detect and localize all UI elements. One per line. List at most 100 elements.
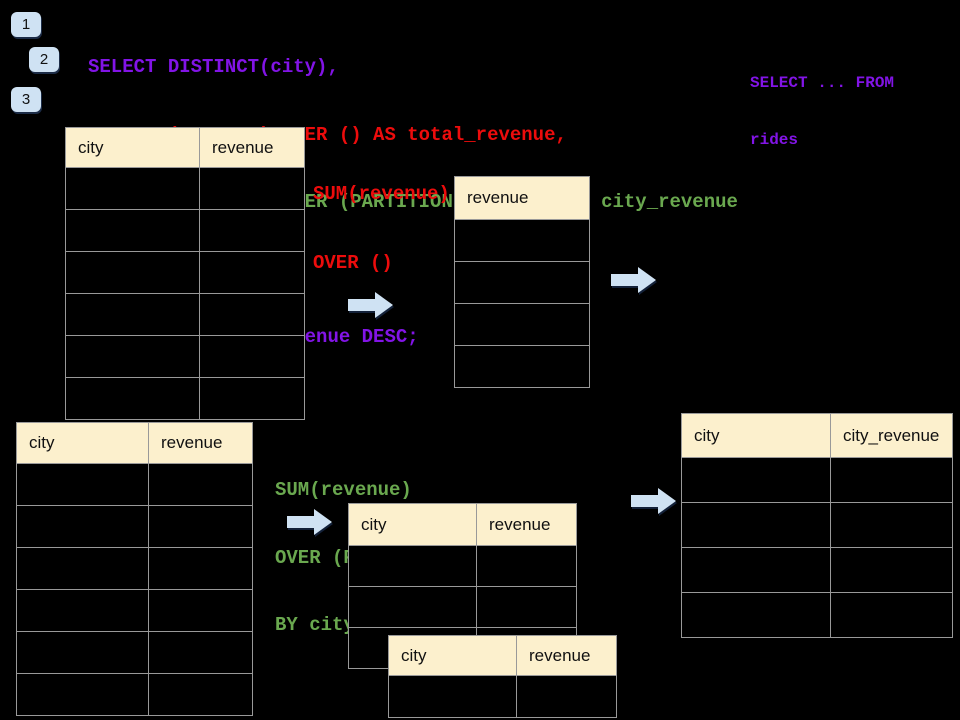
total-revenue-result-table: revenue [454, 176, 590, 388]
flow-arrow-icon [611, 267, 656, 293]
table-row [454, 261, 590, 304]
empty-cell [199, 335, 305, 378]
sql-line-select: SELECT DISTINCT(city), [88, 56, 339, 78]
side-note-code: SELECT ... FROM rides [750, 36, 894, 188]
column-header-revenue: revenue [199, 127, 305, 168]
table-row [65, 251, 305, 294]
empty-cell [830, 502, 953, 548]
empty-cell [199, 293, 305, 336]
empty-cell [476, 586, 577, 628]
table-row [65, 293, 305, 336]
empty-cell [681, 592, 831, 638]
empty-cell [681, 547, 831, 593]
empty-cell [148, 505, 253, 548]
empty-cell [65, 377, 200, 420]
table-row [65, 167, 305, 210]
table-row [681, 502, 953, 548]
empty-cell [16, 463, 149, 506]
empty-cell [199, 251, 305, 294]
table-row [16, 631, 253, 674]
table-row [16, 673, 253, 716]
table-row [681, 457, 953, 503]
empty-cell [454, 261, 590, 304]
empty-cell [16, 589, 149, 632]
side-note-line: SELECT ... FROM [750, 74, 895, 92]
table-row [681, 592, 953, 638]
empty-cell [65, 335, 200, 378]
empty-cell [454, 303, 590, 346]
empty-cell [148, 547, 253, 590]
empty-cell [454, 219, 590, 262]
table-row [16, 547, 253, 590]
column-header-revenue: revenue [148, 422, 253, 464]
empty-cell [388, 675, 517, 718]
empty-cell [65, 293, 200, 336]
empty-cell [476, 545, 577, 587]
flow-arrow-icon [631, 488, 676, 514]
empty-cell [830, 547, 953, 593]
empty-cell [516, 675, 617, 718]
step-badge-3: 3 [11, 87, 41, 112]
empty-cell [199, 377, 305, 420]
step-badge-1: 1 [11, 12, 41, 37]
table-row [16, 505, 253, 548]
annotation-line: SUM(revenue) [275, 479, 412, 501]
annotation-line: OVER () [313, 252, 393, 274]
empty-cell [681, 457, 831, 503]
empty-cell [454, 345, 590, 388]
empty-cell [830, 592, 953, 638]
table-row [65, 335, 305, 378]
empty-cell [148, 463, 253, 506]
step-badge-2: 2 [29, 47, 59, 72]
empty-cell [65, 209, 200, 252]
flow-arrow-icon [287, 509, 332, 535]
empty-cell [65, 167, 200, 210]
empty-cell [148, 673, 253, 716]
header-row: revenue [454, 176, 590, 220]
table-row [16, 463, 253, 506]
column-header-city: city [681, 413, 831, 458]
column-header-revenue: revenue [476, 503, 577, 546]
column-header-city: city [388, 635, 517, 676]
empty-cell [148, 589, 253, 632]
column-header-city: city [16, 422, 149, 464]
empty-cell [199, 167, 305, 210]
side-note-line: rides [750, 131, 799, 149]
annotation-total-revenue: SUM(revenue) OVER () [313, 137, 450, 321]
empty-cell [348, 545, 477, 587]
empty-cell [16, 631, 149, 674]
empty-cell [16, 547, 149, 590]
empty-cell [681, 502, 831, 548]
column-header-city: city [348, 503, 477, 546]
table-row [454, 303, 590, 346]
table-row [65, 209, 305, 252]
column-header-city: city [65, 127, 200, 168]
table-row [388, 675, 617, 718]
table-row [65, 377, 305, 420]
column-header-revenue: revenue [516, 635, 617, 676]
empty-cell [148, 631, 253, 674]
empty-cell [199, 209, 305, 252]
table-row [348, 586, 577, 628]
column-header-city_revenue: city_revenue [830, 413, 953, 458]
empty-cell [830, 457, 953, 503]
table-row [454, 219, 590, 262]
table-row [348, 545, 577, 587]
flow-arrow-icon [348, 292, 393, 318]
empty-cell [348, 586, 477, 628]
empty-cell [16, 673, 149, 716]
table-row [681, 547, 953, 593]
empty-cell [16, 505, 149, 548]
annotation-line: SUM(revenue) [313, 183, 450, 205]
table-row [454, 345, 590, 388]
